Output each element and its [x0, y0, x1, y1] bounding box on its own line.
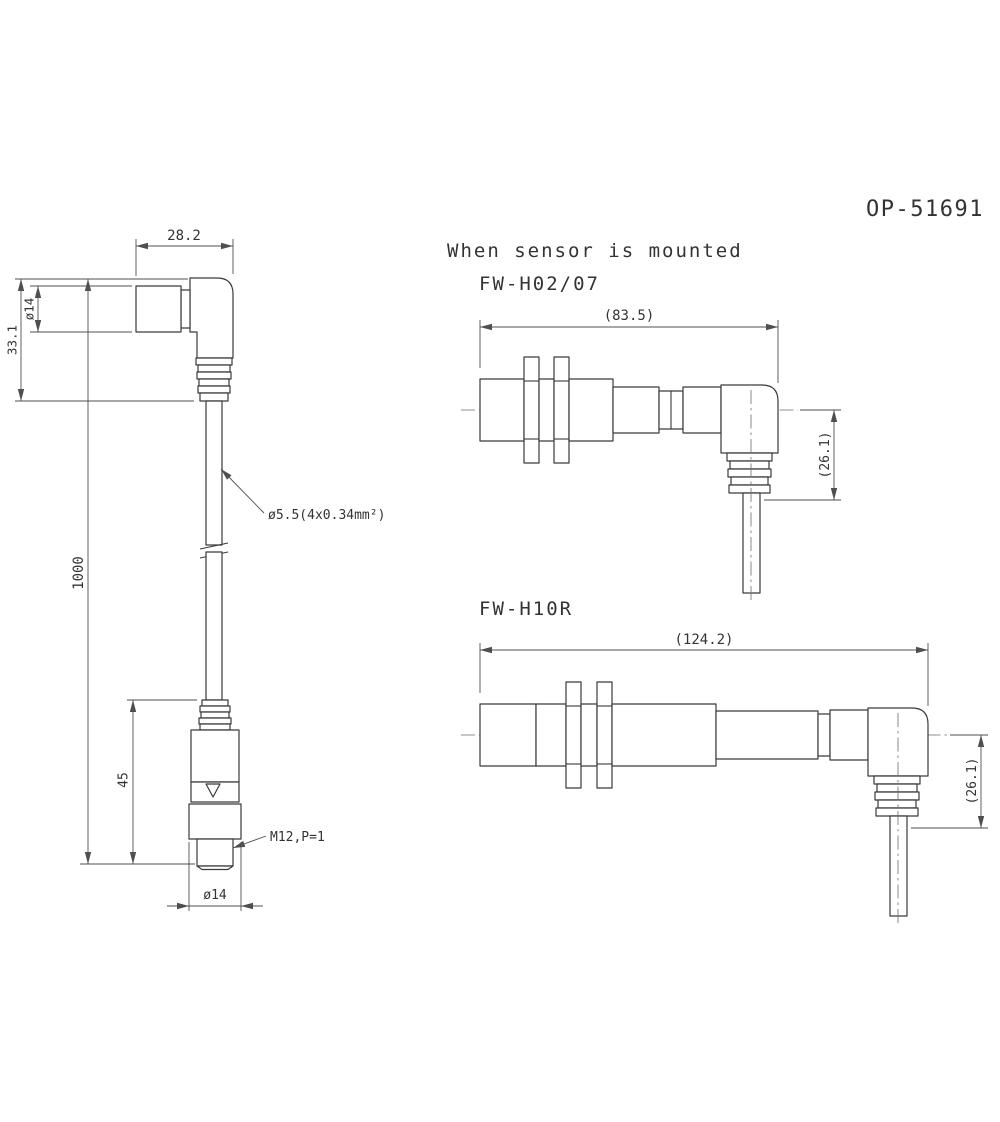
- dim-text-dia14-top: ø14: [22, 298, 37, 321]
- dim-text-28-2: 28.2: [167, 228, 201, 244]
- thread-callout-text: M12,P=1: [270, 830, 325, 845]
- sensor-rear: [612, 386, 660, 434]
- mounted-view-fw-h10r: FW-H10R (124.2): [461, 598, 988, 924]
- thread-callout: M12,P=1: [232, 830, 325, 849]
- hex-nut-1: [565, 681, 582, 789]
- mounted-view-fw-h02-07: FW-H02/07 (83.5): [461, 273, 841, 600]
- front-barrel: [535, 703, 567, 767]
- dim-text-83-5: (83.5): [604, 308, 655, 324]
- straight-connector-m12: [188, 699, 242, 871]
- dim-text-26-1-a: (26.1): [818, 432, 833, 479]
- dimension-plug-diameter: ø14: [167, 842, 263, 911]
- dimension-26-1-b: (26.1): [911, 734, 988, 829]
- hex-nut-1: [523, 356, 540, 464]
- cable-lower: [205, 551, 223, 701]
- part-number: OP-51691: [866, 197, 984, 222]
- dim-text-45: 45: [117, 772, 132, 788]
- hex-nut-2: [553, 356, 570, 464]
- dimension-124-2: (124.2): [479, 632, 929, 706]
- collar: [180, 289, 191, 329]
- orientation-marker: [205, 783, 221, 798]
- dimension-connector-width: 28.2: [135, 228, 234, 276]
- strain-relief: [873, 775, 921, 817]
- cable: [199, 400, 229, 701]
- sensor-thread: [479, 378, 525, 442]
- dim-text-26-1-b: (26.1): [965, 758, 980, 805]
- sensor-barrel: [611, 703, 717, 767]
- tip-chamfer: [196, 865, 234, 871]
- hex-nut-2: [596, 681, 613, 789]
- coupling-knurl: [682, 386, 722, 434]
- dimension-connector-height: 33.1: [5, 278, 194, 402]
- dim-text-124-2: (124.2): [674, 632, 733, 648]
- connector-body: [190, 729, 240, 783]
- coupling-nut-knurled: [135, 285, 182, 333]
- dimension-26-1-a: (26.1): [764, 409, 841, 501]
- dim-text-dia14-bottom: ø14: [203, 888, 227, 903]
- fw-h02-07-label: FW-H02/07: [479, 273, 600, 295]
- dimension-connector-diameter: ø14: [22, 285, 132, 333]
- dimension-83-5: (83.5): [479, 308, 779, 383]
- cable-assembly-view: 28.2 ø14 33.1 1000 45: [5, 228, 385, 911]
- strain-relief-bottom: [198, 699, 232, 731]
- sensor-thread: [479, 703, 537, 767]
- mounted-heading: When sensor is mounted: [447, 240, 743, 262]
- sensor-barrel: [568, 378, 614, 442]
- threaded-tip: [196, 838, 234, 867]
- right-angle-connector: [135, 277, 234, 402]
- elbow-body: [189, 277, 234, 359]
- dim-text-1000: 1000: [71, 556, 87, 590]
- strain-relief: [726, 452, 773, 494]
- interface-ring: [817, 713, 831, 757]
- dimension-cable-length: 1000: [71, 279, 195, 865]
- cable-upper: [205, 400, 223, 546]
- spacer: [538, 378, 555, 442]
- cable-callout-text: ø5.5(4x0.34mm²): [268, 508, 385, 523]
- sensor-fw-h02: [479, 356, 779, 600]
- coupling-knurl: [829, 709, 869, 761]
- fw-h10r-label: FW-H10R: [479, 598, 573, 620]
- cable-callout: ø5.5(4x0.34mm²): [220, 468, 385, 523]
- elbow-body: [720, 384, 779, 454]
- break-line-1: [199, 542, 229, 550]
- cable: [742, 492, 761, 594]
- dim-text-33-1: 33.1: [5, 325, 20, 355]
- knurled-ring: [188, 803, 242, 840]
- sensor-fw-h10r: [479, 681, 929, 924]
- strain-relief-top: [195, 357, 233, 402]
- spacer: [580, 703, 598, 767]
- sensor-rear: [715, 710, 819, 760]
- dimension-plug-length: 45: [117, 699, 197, 864]
- cable: [889, 815, 908, 917]
